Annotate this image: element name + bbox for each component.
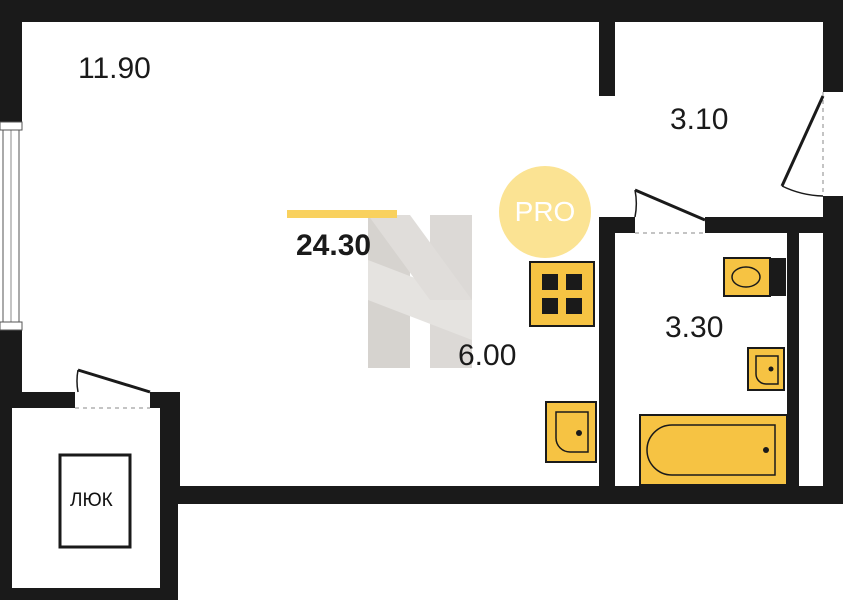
sink-icon (747, 347, 785, 391)
toilet-icon (723, 257, 786, 297)
door-icon (75, 368, 151, 409)
sink-icon (545, 401, 597, 463)
stove-icon (529, 261, 595, 327)
window-icon (0, 121, 23, 331)
pro-badge: PRO (499, 166, 591, 258)
pro-badge-label: PRO (514, 196, 576, 227)
room-area-hall: 3.10 (670, 103, 729, 136)
bathtub-icon (639, 414, 788, 486)
door-icon (634, 188, 706, 234)
total-area: 24.30 (296, 229, 372, 262)
room-area-kitchen: 6.00 (458, 339, 517, 372)
hatch-label: ЛЮК (70, 490, 113, 511)
watermark-logo (368, 215, 472, 368)
room-area-bathroom: 3.30 (665, 311, 724, 344)
hatch-box (58, 453, 132, 549)
door-icon (780, 92, 825, 197)
room-area-living: 11.90 (78, 52, 151, 85)
total-accent-bar (287, 210, 397, 218)
